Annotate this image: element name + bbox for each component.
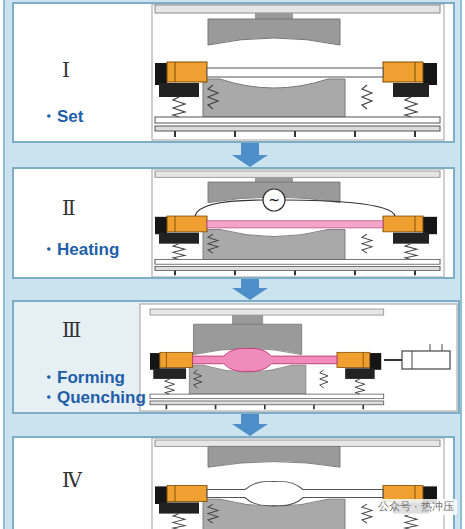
- step-name: ・Heating: [40, 240, 119, 260]
- press-set: [155, 5, 440, 137]
- process-panel: Ⅰ ・Set: [12, 2, 455, 143]
- power-wire: [285, 200, 395, 216]
- step-name: ・Forming: [40, 368, 125, 388]
- watermark: 公众号 · 热冲压: [375, 499, 458, 515]
- illustration-box: [152, 4, 444, 140]
- upper-die: [208, 446, 340, 467]
- panel-ground: [12, 2, 455, 143]
- text-column: Ⅳ: [22, 438, 82, 492]
- panel-ground: [12, 167, 455, 279]
- tube-formed: [193, 348, 337, 371]
- piston: [412, 351, 413, 369]
- port: [442, 344, 443, 351]
- step-name: ・Set: [40, 107, 83, 127]
- port: [430, 344, 431, 351]
- process-panel: Ⅲ ・Forming・Quenching: [12, 300, 460, 414]
- illustration-box: [152, 169, 444, 277]
- step-number: Ⅱ: [62, 196, 76, 220]
- step-number: Ⅰ: [62, 58, 70, 82]
- press-heating: [155, 171, 440, 275]
- tube-hot: [207, 221, 383, 228]
- flow-arrow: [241, 143, 259, 155]
- flow-arrow: [241, 414, 259, 424]
- step-number: Ⅲ: [62, 318, 81, 342]
- power-source: [263, 189, 285, 211]
- press-forming: [150, 309, 384, 409]
- panel-ground: [12, 436, 455, 529]
- text-column: Ⅱ ・Heating: [22, 169, 119, 260]
- power-wire: [195, 200, 263, 216]
- text-column: Ⅲ ・Forming・Quenching: [22, 302, 146, 408]
- step-name: ・Quenching: [40, 388, 146, 408]
- upper-die: [208, 19, 340, 45]
- text-column: Ⅰ ・Set: [22, 4, 83, 127]
- hydraulic-cylinder: [402, 351, 450, 369]
- press-formed: [155, 440, 440, 529]
- source-symbol: ~: [267, 193, 281, 207]
- piston-rod: [384, 359, 402, 361]
- process-panel: Ⅳ: [12, 436, 455, 529]
- tube-formed: [207, 481, 383, 505]
- panel-ground: [12, 300, 460, 414]
- tube: [207, 68, 383, 77]
- process-panel: Ⅱ ・Heating: [12, 167, 455, 279]
- illustration-box: [140, 304, 457, 411]
- flow-arrow: [241, 279, 259, 288]
- step-number: Ⅳ: [62, 468, 82, 492]
